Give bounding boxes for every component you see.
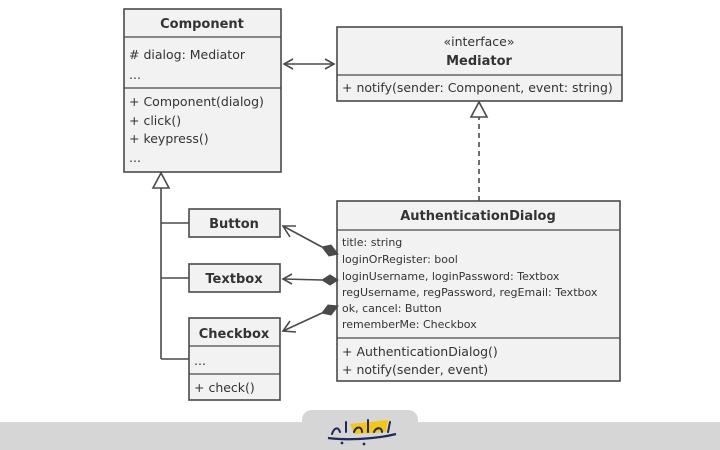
component-method: + click() — [129, 113, 181, 128]
mediator-method: + notify(sender: Component, event: strin… — [342, 80, 613, 95]
composition-textbox — [281, 273, 339, 286]
composition-line-checkbox — [282, 312, 323, 332]
composition-diamond-textbox-icon — [321, 274, 339, 286]
logo-dot — [340, 441, 344, 445]
logo-baseline-stroke — [327, 432, 397, 441]
composition-arrowhead-checkbox-icon — [281, 320, 297, 333]
component-class: Component # dialog: Mediator ... + Compo… — [123, 8, 282, 173]
checkbox-box — [188, 317, 281, 401]
auth-dialog-method: + notify(sender, event) — [342, 362, 488, 377]
realization-triangle-icon — [469, 100, 489, 118]
auth-dialog-field: loginUsername, loginPassword: Textbox — [342, 270, 560, 283]
association-arrowhead-right-icon — [324, 58, 336, 70]
button-title: Button — [209, 217, 259, 232]
textbox-class: Textbox — [188, 263, 281, 293]
checkbox-method: + check() — [194, 380, 255, 395]
auth-dialog-field: rememberMe: Checkbox — [342, 318, 477, 331]
composition-arrowhead-button-icon — [281, 225, 296, 238]
component-method: ... — [129, 150, 141, 165]
composition-line-textbox — [282, 278, 323, 281]
component-field: ... — [129, 67, 141, 82]
composition-arrowhead-textbox-icon — [281, 273, 293, 285]
realization-arrow — [469, 100, 489, 201]
site-logo-icon — [327, 419, 397, 446]
button-class: Button — [188, 208, 281, 238]
component-title: Component — [160, 17, 244, 32]
association-arrow — [282, 58, 336, 70]
composition-button — [281, 225, 339, 257]
inheritance-arrows — [151, 171, 189, 360]
auth-dialog-field: ok, cancel: Button — [342, 302, 442, 315]
checkbox-field: ... — [194, 353, 206, 368]
auth-dialog-title: AuthenticationDialog — [400, 209, 556, 224]
composition-line-button — [282, 225, 323, 248]
composition-diamond-button-icon — [321, 244, 339, 257]
textbox-box — [188, 263, 281, 293]
auth-dialog-field: loginOrRegister: bool — [342, 253, 458, 266]
auth-dialog-field: title: string — [342, 236, 402, 249]
auth-dialog-field: regUsername, regPassword, regEmail: Text… — [342, 286, 598, 299]
inheritance-triangle-icon — [151, 171, 171, 189]
site-logo[interactable] — [302, 410, 418, 450]
association-arrowhead-left-icon — [282, 58, 294, 70]
component-method: + Component(dialog) — [129, 94, 264, 109]
composition-checkbox — [281, 304, 339, 333]
textbox-title: Textbox — [205, 272, 263, 287]
component-field: # dialog: Mediator — [129, 47, 246, 62]
button-box — [188, 208, 281, 238]
checkbox-title: Checkbox — [199, 327, 270, 342]
auth-dialog-class: AuthenticationDialog title: string login… — [336, 200, 621, 382]
mediator-title: Mediator — [446, 54, 512, 69]
component-method: + keypress() — [129, 131, 209, 146]
component-box — [123, 8, 282, 173]
mediator-interface: «interface» Mediator + notify(sender: Co… — [336, 26, 623, 102]
auth-dialog-method: + AuthenticationDialog() — [342, 344, 498, 359]
composition-diamond-checkbox-icon — [321, 304, 339, 316]
mediator-box — [336, 26, 623, 102]
logo-script-strokes — [331, 419, 391, 435]
checkbox-class: Checkbox ... + check() — [188, 317, 281, 401]
logo-dot — [362, 442, 366, 446]
mediator-stereotype: «interface» — [443, 34, 514, 49]
